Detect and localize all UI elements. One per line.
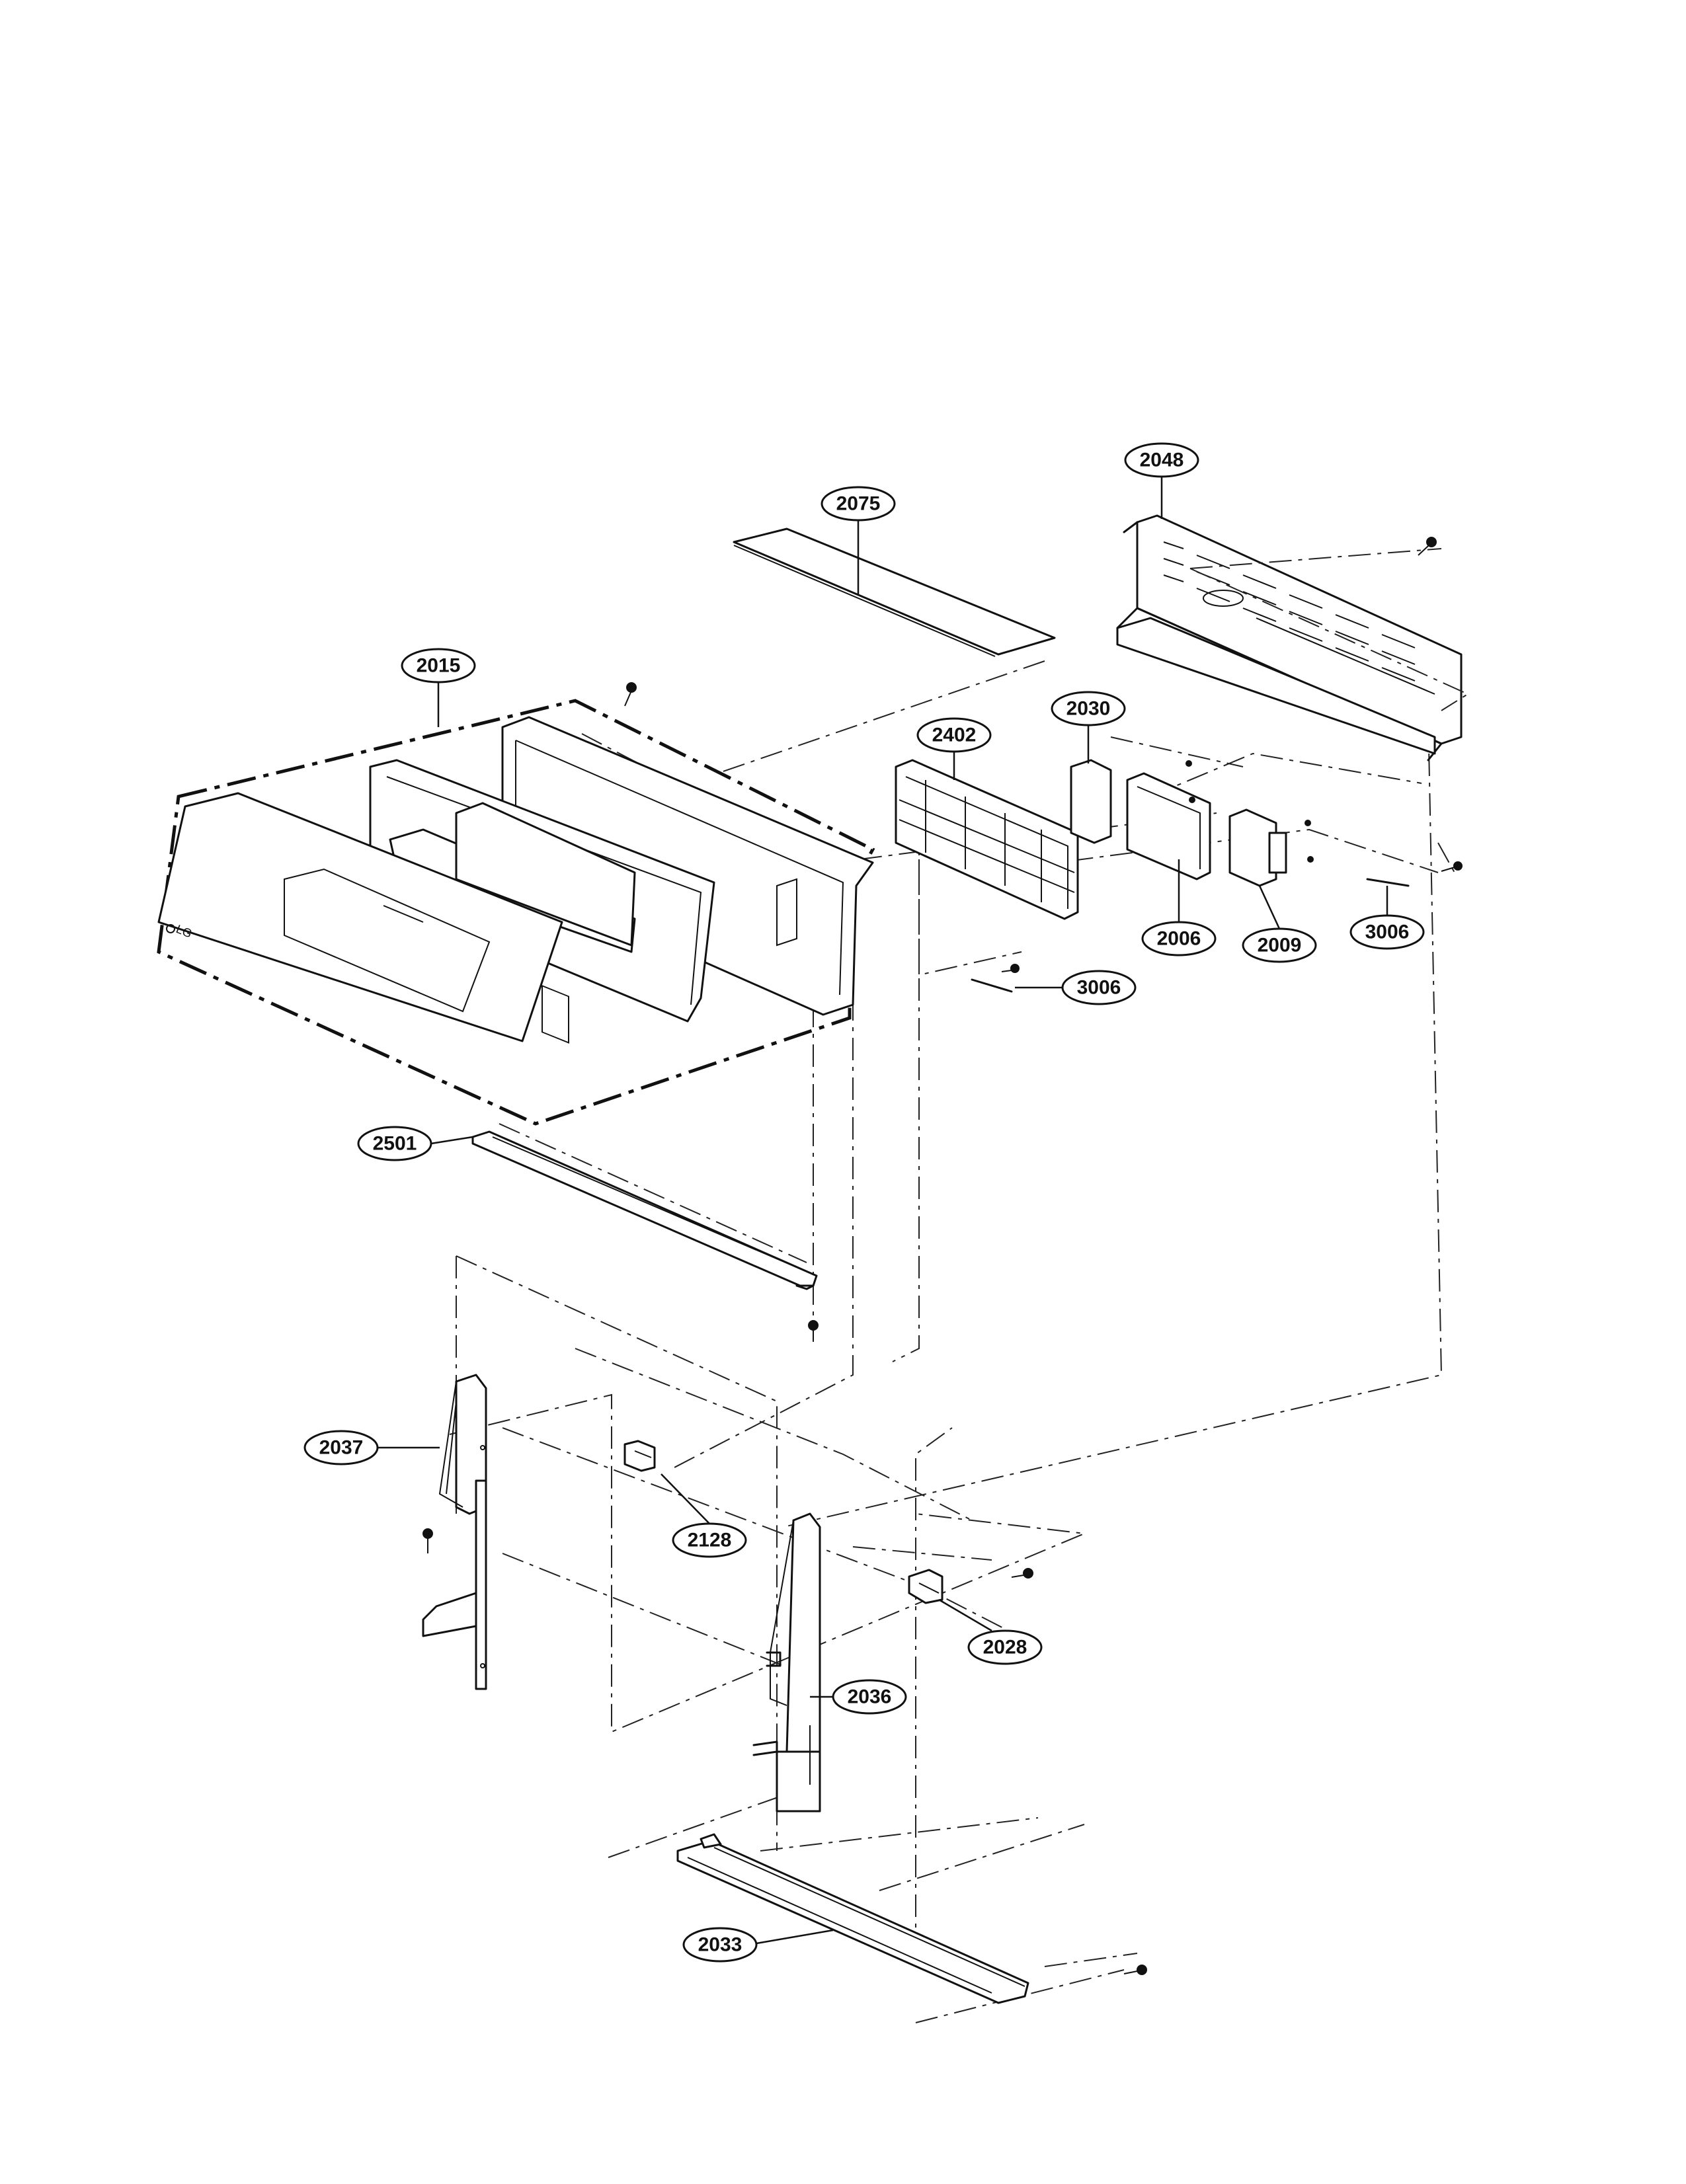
part-2128-clip [623, 1440, 656, 1472]
screw-icon [1011, 1568, 1033, 1579]
callout-2501: 2501 [357, 1126, 432, 1161]
callout-2402: 2402 [916, 717, 992, 753]
part-2402-frame [895, 759, 1079, 920]
callout-2033: 2033 [682, 1927, 758, 1963]
screw-icon [1189, 797, 1195, 803]
callouts: 2075 2048 2015 2030 2402 2006 2009 3006 … [303, 442, 1425, 1963]
callout-2036: 2036 [832, 1679, 907, 1715]
callout-2075: 2075 [821, 486, 896, 522]
callout-label: 2028 [983, 1637, 1027, 1658]
callout-3006-left: 3006 [1061, 970, 1137, 1005]
part-2037-left-bracket [422, 1374, 487, 1690]
callout-2015: 2015 [401, 648, 476, 683]
part-2015-control-panel-parts: LG [157, 716, 874, 1044]
screw-icon [808, 1320, 819, 1341]
screw-icon [1123, 1965, 1147, 1975]
part-2006-board [1126, 772, 1211, 880]
screw-icon [1305, 820, 1311, 826]
callout-label: 3006 [1077, 977, 1121, 999]
callout-label: 2015 [417, 655, 461, 677]
callout-label: 2030 [1066, 698, 1111, 720]
part-2501-trim [471, 1130, 818, 1290]
callout-2037: 2037 [303, 1430, 379, 1465]
screw-icon [1307, 856, 1314, 863]
callout-label: 2075 [836, 493, 881, 515]
callout-3006-right: 3006 [1349, 914, 1425, 950]
callout-2128: 2128 [672, 1522, 747, 1558]
callout-label: 2501 [373, 1133, 417, 1155]
callout-label: 2033 [698, 1934, 743, 1956]
callout-2006: 2006 [1141, 921, 1217, 956]
screw-icon [422, 1528, 433, 1553]
part-2009-board [1228, 808, 1287, 887]
callout-label: 2006 [1157, 928, 1201, 950]
callout-label: 2036 [848, 1686, 892, 1708]
part-3006-pins [971, 878, 1410, 993]
callout-label: 3006 [1365, 921, 1410, 943]
callout-2028: 2028 [967, 1629, 1043, 1665]
part-2075-insulation-sheet [733, 527, 1056, 657]
part-2033-bottom-rail [676, 1833, 1029, 2004]
part-2030-board [1070, 759, 1112, 844]
screws [422, 537, 1463, 1975]
callout-label: 2128 [688, 1530, 732, 1551]
callout-label: 2048 [1140, 449, 1184, 471]
callout-2009: 2009 [1242, 927, 1317, 963]
part-2028-clip [908, 1569, 943, 1604]
callout-label: 2009 [1258, 935, 1302, 956]
screw-icon [1418, 537, 1437, 556]
part-2036-right-bracket [752, 1512, 821, 1813]
callout-label: 2037 [319, 1437, 364, 1459]
callout-leaders [378, 471, 1388, 1945]
part-2048-rear-panel [1116, 514, 1470, 761]
screw-icon [1001, 964, 1020, 973]
screw-icon [1441, 861, 1463, 872]
callout-2030: 2030 [1051, 691, 1126, 726]
callout-label: 2402 [932, 724, 977, 746]
screw-icon [1185, 760, 1192, 767]
callout-2048: 2048 [1124, 442, 1199, 478]
screw-icon [624, 682, 637, 707]
